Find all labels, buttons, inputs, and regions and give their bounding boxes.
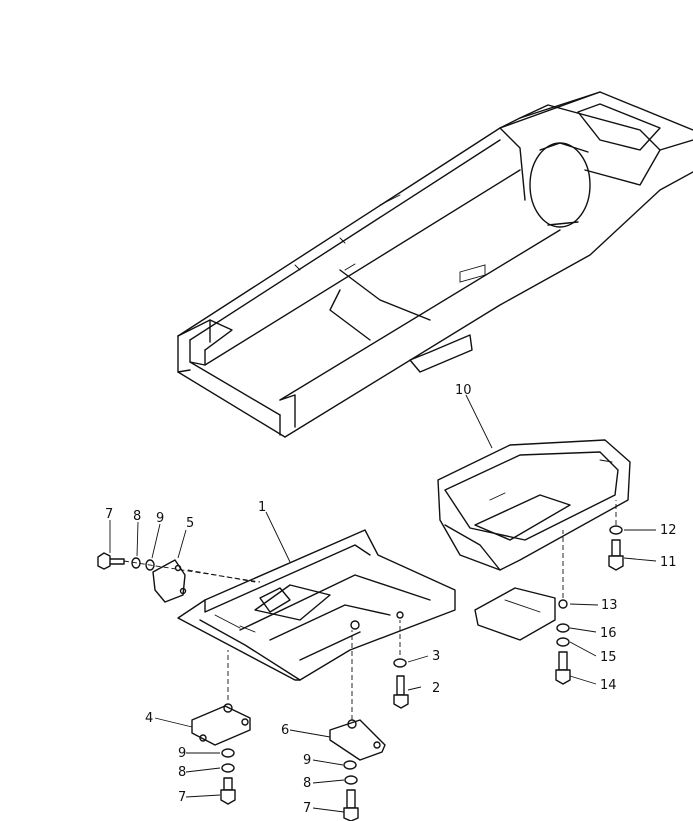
callout-11: 11 bbox=[660, 555, 677, 570]
callout-8-under-6: 8 bbox=[303, 776, 311, 791]
bolt-washer-group-6 bbox=[343, 760, 359, 821]
leader-lines bbox=[109, 394, 657, 813]
bolt-washer-group-2 bbox=[393, 658, 409, 709]
callout-8-left: 8 bbox=[133, 509, 141, 524]
front-guard-part-1 bbox=[177, 529, 456, 681]
callout-13: 13 bbox=[601, 598, 618, 613]
callout-9-left: 9 bbox=[156, 511, 164, 526]
plate-part-13 bbox=[474, 587, 568, 641]
callout-9-under-4: 9 bbox=[178, 746, 186, 761]
bolt-washer-group-right bbox=[555, 525, 624, 685]
callout-12: 12 bbox=[660, 523, 677, 538]
callout-7-left: 7 bbox=[105, 507, 113, 522]
callout-16: 16 bbox=[600, 626, 617, 641]
plate-part-6 bbox=[329, 719, 386, 761]
callout-4: 4 bbox=[145, 711, 153, 726]
callout-1: 1 bbox=[258, 500, 266, 515]
bolt-washer-group-left bbox=[97, 552, 155, 571]
rear-guard-part-10 bbox=[437, 439, 631, 571]
bolt-washer-group-4 bbox=[220, 748, 236, 805]
callout-5: 5 bbox=[186, 516, 194, 531]
callout-8-under-4: 8 bbox=[178, 765, 186, 780]
callout-7-under-4: 7 bbox=[178, 790, 186, 805]
callout-2: 2 bbox=[432, 681, 440, 696]
track-frame bbox=[177, 91, 693, 438]
callout-10: 10 bbox=[455, 383, 472, 398]
plate-part-4 bbox=[191, 703, 251, 746]
callout-15: 15 bbox=[600, 650, 617, 665]
callout-3: 3 bbox=[432, 649, 440, 664]
callout-6: 6 bbox=[281, 723, 289, 738]
callout-7-under-6: 7 bbox=[303, 801, 311, 816]
callout-9-under-6: 9 bbox=[303, 753, 311, 768]
callout-14: 14 bbox=[600, 678, 617, 693]
cover-part-5 bbox=[152, 559, 187, 603]
alignment-lines bbox=[123, 500, 617, 720]
